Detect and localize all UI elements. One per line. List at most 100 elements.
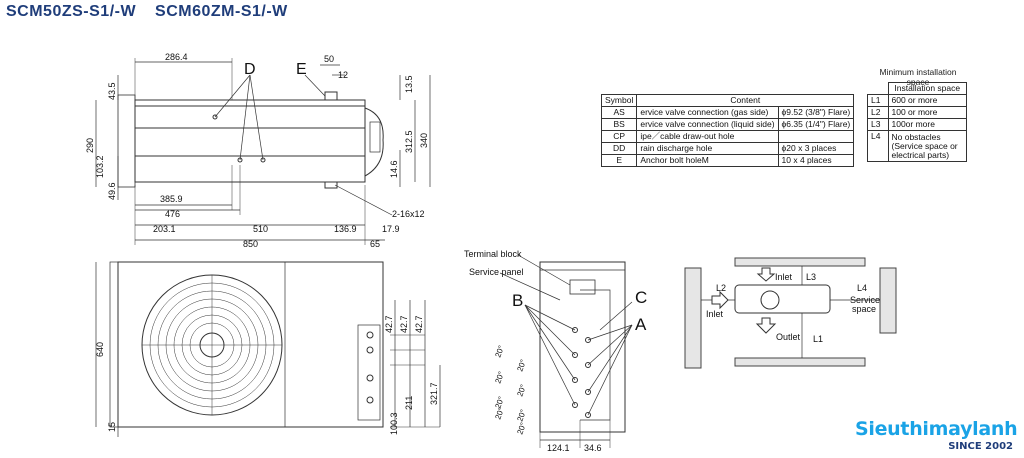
dim-286-4: 286.4 <box>165 52 188 62</box>
row-content: Anchor bolt holeM <box>636 154 779 167</box>
dim-340: 340 <box>419 133 429 148</box>
dim-850: 850 <box>243 239 258 249</box>
l2-label: L2 <box>716 283 726 293</box>
angle-8: 20° <box>515 421 528 435</box>
dim-124-1: 124.1 <box>547 443 570 453</box>
dim-42-7-a: 42.7 <box>384 315 394 333</box>
table-row: CP ipe／cable draw-out hole <box>600 130 855 143</box>
min-space-table: Installation space L1 600 or more L2 100… <box>867 82 967 162</box>
symbol-table: Symbol Content AS ervice valve connectio… <box>600 94 855 167</box>
dim-312-5: 312.5 <box>404 130 414 153</box>
inlet-arrow-top <box>756 267 776 282</box>
angle-7: 20° <box>493 406 506 420</box>
front-view <box>95 261 441 437</box>
row-spec: ϕ9.52 (3/8") Flare) <box>777 106 855 119</box>
outdoor-unit-shape <box>734 284 831 314</box>
installation-arrows <box>711 267 777 334</box>
model-title-2: SCM60ZM-S1/-W <box>155 3 288 20</box>
dim-2-16x12: 2-16x12 <box>392 209 425 219</box>
top-view-body <box>134 99 366 183</box>
service-panel-label: Service panel <box>469 267 524 277</box>
dim-290: 290 <box>85 138 95 153</box>
dim-385-9: 385.9 <box>160 194 183 204</box>
dim-12: 12 <box>338 70 348 80</box>
service-label: Service <box>850 295 880 305</box>
l1-label: L1 <box>813 334 823 344</box>
dim-42-7-c: 42.7 <box>414 315 424 333</box>
dim-14-6: 14.6 <box>389 160 399 178</box>
header-symbol: Symbol <box>600 94 638 107</box>
row-key: L4 <box>867 130 889 162</box>
label-a: A <box>635 315 647 334</box>
model-title: SCM50ZS-S1/-W SCM60ZM-S1/-W <box>6 3 302 21</box>
angle-5: 20° <box>493 395 506 409</box>
row-key: L1 <box>867 94 889 107</box>
dim-43-5: 43.5 <box>107 82 117 100</box>
table-row: L3 100or more <box>867 118 967 131</box>
dim-211: 211 <box>404 396 414 410</box>
angle-4: 20° <box>515 383 528 397</box>
dim-42-7-b: 42.7 <box>399 315 409 333</box>
row-value: 100 or more <box>887 106 967 119</box>
brand-name: Sieuthimaylanh <box>855 418 1018 440</box>
dim-49-6: 49.6 <box>107 182 117 200</box>
row-symbol: BS <box>600 118 638 131</box>
row-spec: ϕ6.35 (1/4") Flare) <box>777 118 855 131</box>
table-row: BS ervice valve connection (liquid side)… <box>600 118 855 131</box>
dim-476: 476 <box>165 209 180 219</box>
l3-label: L3 <box>806 272 816 282</box>
row-key: L2 <box>867 106 889 119</box>
row-content: ervice valve connection (liquid side) <box>636 118 779 131</box>
row-spec: 10 x 4 places <box>777 154 855 167</box>
table-row: L2 100 or more <box>867 106 967 119</box>
dim-15: 15 <box>107 422 117 432</box>
dim-100-3: 100.3 <box>389 412 399 435</box>
dim-640: 640 <box>95 342 105 357</box>
inlet-arrow-left <box>711 290 729 310</box>
label-c: C <box>635 288 647 307</box>
angle-1: 20° <box>493 344 506 358</box>
installation-diagram <box>684 257 897 369</box>
angle-3: 20° <box>493 370 506 384</box>
model-title-1: SCM50ZS-S1/-W <box>6 3 137 20</box>
l4-label: L4 <box>857 283 867 293</box>
min-space-header: Installation space <box>867 82 967 95</box>
table-row: L1 600 or more <box>867 94 967 107</box>
row-content: ervice valve connection (gas side) <box>636 106 779 119</box>
dim-34-6: 34.6 <box>584 443 602 453</box>
symbol-table-header: Symbol Content <box>600 94 855 107</box>
dim-50: 50 <box>324 54 334 64</box>
angle-2: 20° <box>515 358 528 372</box>
header-content: Content <box>636 94 855 107</box>
row-symbol: CP <box>600 130 638 143</box>
row-symbol: DD <box>600 142 638 155</box>
row-value: 600 or more <box>887 94 967 107</box>
top-view <box>95 58 431 245</box>
row-symbol: E <box>600 154 638 167</box>
label-b: B <box>512 291 523 310</box>
dim-103-2: 103.2 <box>95 155 105 178</box>
table-row: DD rain discharge hole ϕ20 x 3 places <box>600 142 855 155</box>
header-blank <box>867 82 889 95</box>
table-row: AS ervice valve connection (gas side) ϕ9… <box>600 106 855 119</box>
label-e: E <box>296 61 307 78</box>
angle-6: 20° <box>515 408 528 422</box>
dim-203-1: 203.1 <box>153 224 176 234</box>
row-symbol: AS <box>600 106 638 119</box>
row-value: 100or more <box>887 118 967 131</box>
dim-65: 65 <box>370 239 380 249</box>
dim-321-7: 321.7 <box>429 382 439 405</box>
dim-136-9: 136.9 <box>334 224 357 234</box>
brand-logo: Sieuthimaylanh SINCE 2002 <box>855 418 1021 456</box>
side-view <box>499 254 633 448</box>
row-spec <box>777 130 855 143</box>
row-content: ipe／cable draw-out hole <box>636 130 779 143</box>
inlet-left-label: Inlet <box>706 309 724 319</box>
row-spec: ϕ20 x 3 places <box>777 142 855 155</box>
row-content: rain discharge hole <box>636 142 779 155</box>
dim-13-5: 13.5 <box>404 75 414 93</box>
table-row: L4 No obstacles (Service space or electr… <box>867 130 967 162</box>
outlet-arrow <box>755 317 777 334</box>
row-value: No obstacles (Service space or electrica… <box>887 130 967 162</box>
